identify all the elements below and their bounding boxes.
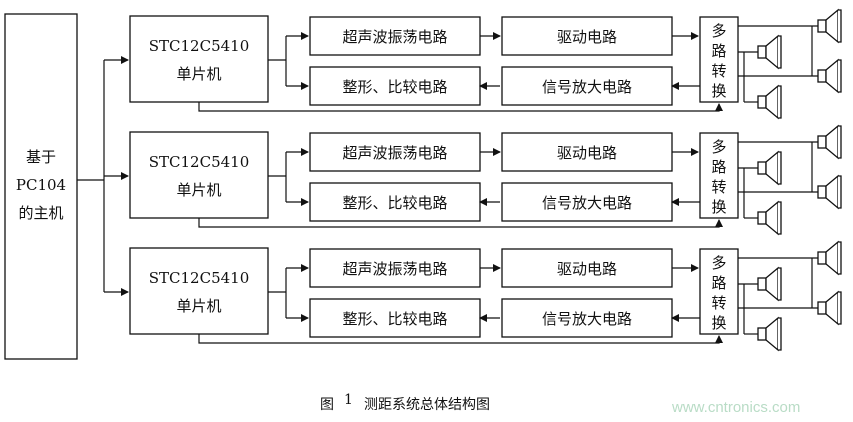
mcu-label-type: 单片机 <box>176 65 221 83</box>
amplifier-box <box>501 66 673 106</box>
mux-char-3: 转 <box>711 62 726 80</box>
amplifier-box <box>501 298 673 338</box>
mcu-label-type: 单片机 <box>176 181 221 199</box>
speaker-icon <box>757 85 782 119</box>
mux-char-4: 换 <box>711 82 726 100</box>
mcu-box <box>129 131 269 219</box>
mux-char-4: 换 <box>711 314 726 332</box>
amplifier-label: 信号放大电路 <box>542 310 632 328</box>
amplifier-box <box>501 182 673 222</box>
mux-char-4: 换 <box>711 198 726 216</box>
mux-char-3: 转 <box>711 294 726 312</box>
oscillator-box <box>309 16 481 56</box>
driver-label: 驱动电路 <box>557 28 617 46</box>
shaper-box <box>309 182 481 222</box>
amplifier-label: 信号放大电路 <box>542 78 632 96</box>
shaper-label: 整形、比较电路 <box>342 78 447 96</box>
mcu-label-model: STC12C5410 <box>149 37 250 55</box>
mcu-label-model: STC12C5410 <box>149 153 250 171</box>
figure-caption-label: 图 <box>320 397 334 413</box>
shaper-box <box>309 298 481 338</box>
oscillator-box <box>309 132 481 172</box>
mux-char-3: 转 <box>711 178 726 196</box>
driver-box <box>501 248 673 288</box>
host-label-line1: 基于 <box>26 148 56 166</box>
mux-box <box>699 16 739 103</box>
shaper-label: 整形、比较电路 <box>342 194 447 212</box>
amplifier-label: 信号放大电路 <box>542 194 632 212</box>
channel-1: STC12C5410 单片机 超声波振荡电路 整形、比较电路 驱动电路 信号放大… <box>129 9 842 119</box>
shaper-box <box>309 66 481 106</box>
speaker-icon <box>757 317 782 351</box>
speaker-icon <box>817 291 842 325</box>
mux-char-1: 多 <box>711 138 726 156</box>
driver-label: 驱动电路 <box>557 144 617 162</box>
oscillator-label: 超声波振荡电路 <box>342 260 447 278</box>
channel-2: STC12C5410 单片机 超声波振荡电路 整形、比较电路 驱动电路 信号放大… <box>129 125 842 235</box>
mux-box <box>699 248 739 335</box>
mcu-label-type: 单片机 <box>176 297 221 315</box>
mcu-box <box>129 15 269 103</box>
speaker-icon <box>817 59 842 93</box>
speaker-icon <box>817 175 842 209</box>
mux-box <box>699 132 739 219</box>
mcu-label-model: STC12C5410 <box>149 269 250 287</box>
speaker-icon <box>817 9 842 43</box>
speaker-icon <box>757 35 782 69</box>
figure-caption-number: 1 <box>344 392 353 408</box>
mcu-to-mux-control-line <box>198 334 723 344</box>
host-label-line3: 的主机 <box>18 204 63 222</box>
mux-char-1: 多 <box>711 22 726 40</box>
oscillator-label: 超声波振荡电路 <box>342 28 447 46</box>
driver-box <box>501 16 673 56</box>
mux-char-2: 路 <box>711 158 726 176</box>
driver-label: 驱动电路 <box>557 260 617 278</box>
oscillator-label: 超声波振荡电路 <box>342 144 447 162</box>
host-label-line2: PC104 <box>16 176 66 194</box>
speaker-icon <box>757 151 782 185</box>
oscillator-box <box>309 248 481 288</box>
speaker-icon <box>757 201 782 235</box>
channel-3: STC12C5410 单片机 超声波振荡电路 整形、比较电路 驱动电路 信号放大… <box>129 241 842 351</box>
host-pc-box <box>4 13 78 360</box>
figure-caption-title: 测距系统总体结构图 <box>364 397 490 413</box>
mux-char-1: 多 <box>711 254 726 272</box>
mux-char-2: 路 <box>711 274 726 292</box>
mcu-box <box>129 247 269 335</box>
speaker-icon <box>757 267 782 301</box>
mcu-to-mux-control-line <box>198 102 723 112</box>
shaper-label: 整形、比较电路 <box>342 310 447 328</box>
mcu-to-mux-control-line <box>198 218 723 228</box>
mux-char-2: 路 <box>711 42 726 60</box>
watermark: www.cntronics.com <box>671 399 800 416</box>
speaker-icon <box>817 241 842 275</box>
speaker-icon <box>817 125 842 159</box>
